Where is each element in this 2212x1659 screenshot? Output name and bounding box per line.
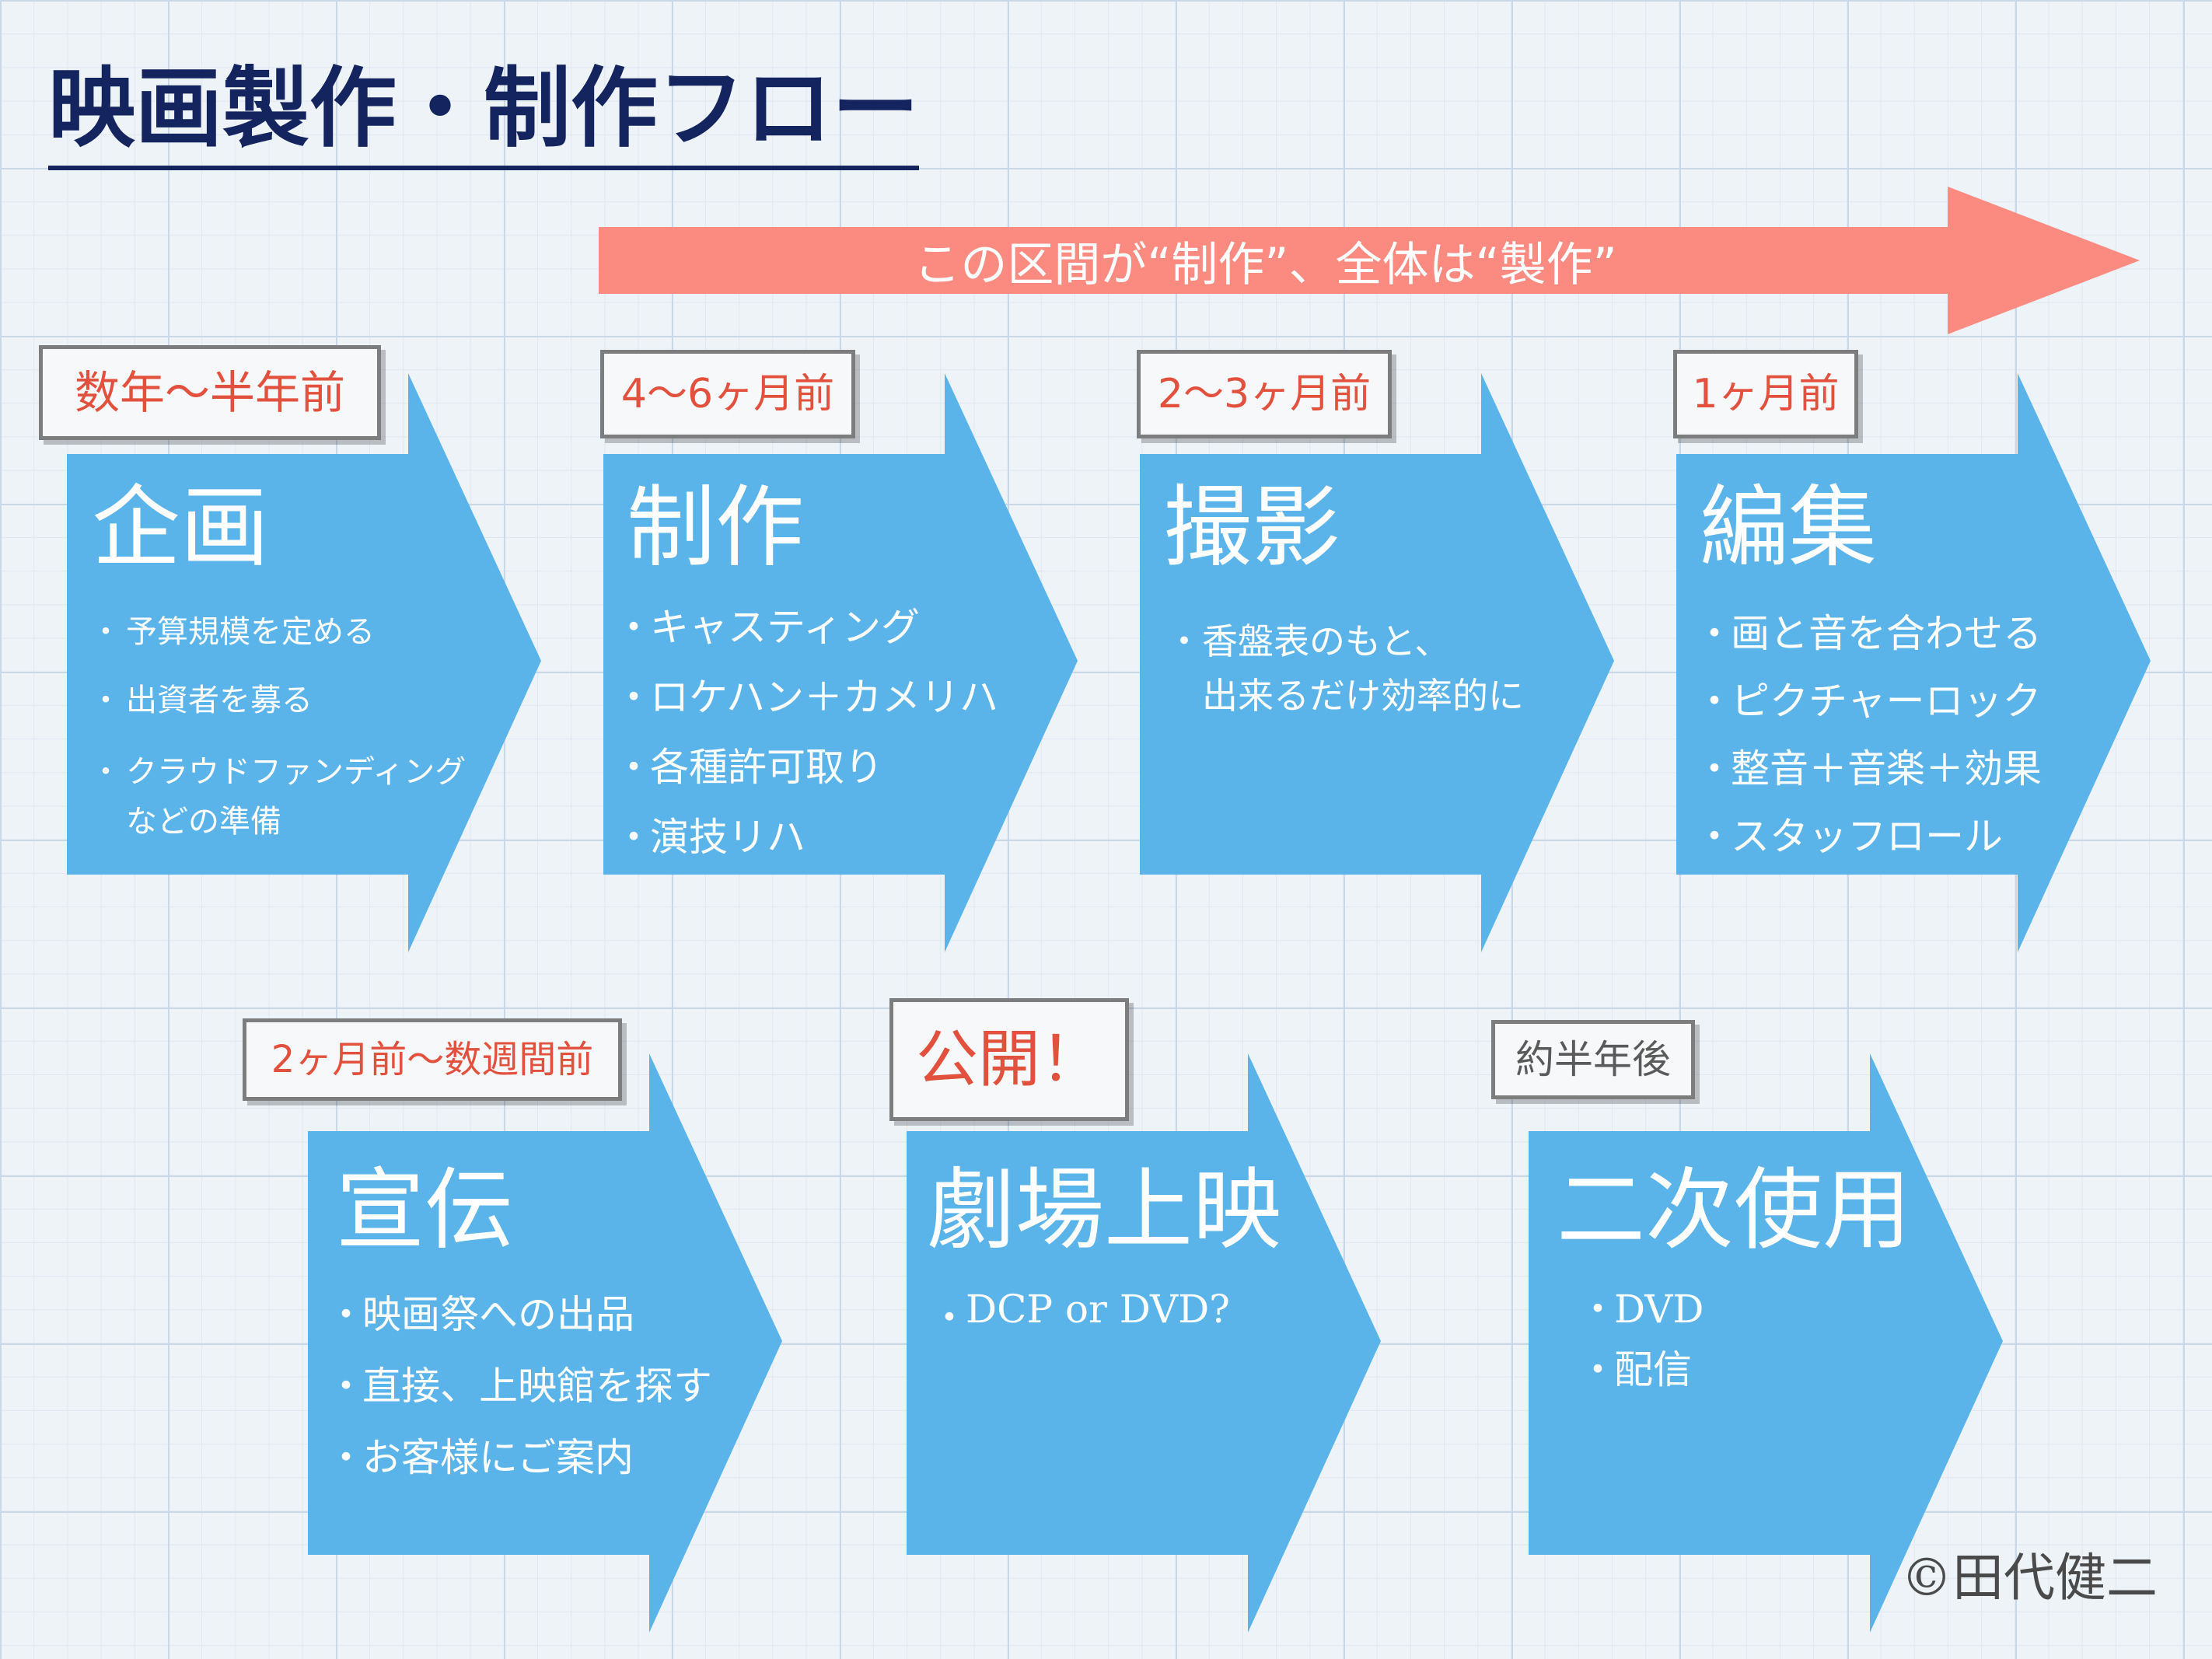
stage-promotion: 宣伝 映画祭への出品 直接、上映館を探す お客様にご案内 [308,1053,782,1636]
list-item: DCP or DVD? [930,1287,1230,1343]
stage-item-list: DCP or DVD? [930,1287,1230,1343]
copyright-notice: ©田代健二 [1901,1548,2158,1608]
stage-arrow-shape [1529,1053,2003,1633]
list-item: 整音＋音楽＋効果 [1695,735,2042,803]
stage-planning: 企画 予算規模を定める 出資者を募る クラウドファンディング などの準備 [67,373,541,956]
stage-title: 制作 [627,476,805,579]
time-tag-editing: 1ヶ月前 [1673,350,1858,438]
stage-item-list: 画と音を合わせる ピクチャーロック 整音＋音楽＋効果 スタッフロール [1695,600,2042,871]
stage-shooting: 撮影 香盤表のもと、 出来るだけ効率的に [1140,373,1614,956]
stage-item-list: 香盤表のもと、 出来るだけ効率的に [1166,614,1524,723]
list-item: 予算規模を定める [90,606,466,675]
time-tag-release: 公開！ [889,998,1129,1121]
list-item: 各種許可取り [614,732,998,802]
banner-arrow-shape [599,187,2140,334]
stage-item-list: 予算規模を定める 出資者を募る クラウドファンディング などの準備 [90,606,466,841]
time-tag-secondary-use: 約半年後 [1491,1020,1695,1099]
stage-title: 企画 [92,476,270,579]
production-span-banner: この区間が“制作”、全体は“製作” [599,187,2154,334]
time-tag-planning: 数年〜半年前 [39,345,381,440]
banner-label: この区間が“制作”、全体は“製作” [914,237,1617,292]
list-item: 演技リハ [614,802,998,872]
list-item: 配信 [1578,1339,1704,1400]
stage-secondary-use: 二次使用 DVD 配信 [1529,1053,2003,1636]
stage-arrow-shape [907,1053,1381,1633]
list-item: 映画祭への出品 [327,1279,712,1350]
list-item: DVD [1578,1279,1704,1339]
list-item: お客様にご案内 [327,1422,712,1493]
stage-title: 撮影 [1163,476,1341,579]
list-item: 出来るだけ効率的に [1202,675,1524,717]
list-item: 直接、上映館を探す [327,1350,712,1422]
list-item: ピクチャーロック [1695,668,2042,735]
stage-title: 二次使用 [1557,1158,1912,1262]
list-item: スタッフロール [1695,803,2042,871]
stage-item-list: DVD 配信 [1578,1279,1704,1400]
time-tag-shooting: 2〜3ヶ月前 [1137,350,1392,438]
list-item: ロケハン＋カメリハ [614,662,998,732]
stage-item-list: キャスティング ロケハン＋カメリハ 各種許可取り 演技リハ [614,592,998,872]
list-item: 香盤表のもと、 [1166,614,1524,669]
stage-title: 編集 [1700,476,1878,579]
stage-production: 制作 キャスティング ロケハン＋カメリハ 各種許可取り 演技リハ [603,373,1078,956]
stage-title: 劇場上映 [927,1158,1282,1262]
stage-title: 宣伝 [336,1158,514,1262]
page-title: 映画製作・制作フロー [48,61,919,171]
time-tag-production: 4〜6ヶ月前 [600,350,855,438]
stage-item-list: 映画祭への出品 直接、上映館を探す お客様にご案内 [327,1279,712,1493]
stage-theatrical-release: 劇場上映 DCP or DVD? [907,1053,1381,1636]
list-item: 出資者を募る [90,675,466,746]
stage-editing: 編集 画と音を合わせる ピクチャーロック 整音＋音楽＋効果 スタッフロール [1676,373,2151,956]
list-item: キャスティング [614,592,998,662]
list-item: などの準備 [126,804,281,840]
list-item: 画と音を合わせる [1695,600,2042,668]
list-item: クラウドファンディング [90,746,466,796]
time-tag-promotion: 2ヶ月前〜数週間前 [243,1018,622,1101]
